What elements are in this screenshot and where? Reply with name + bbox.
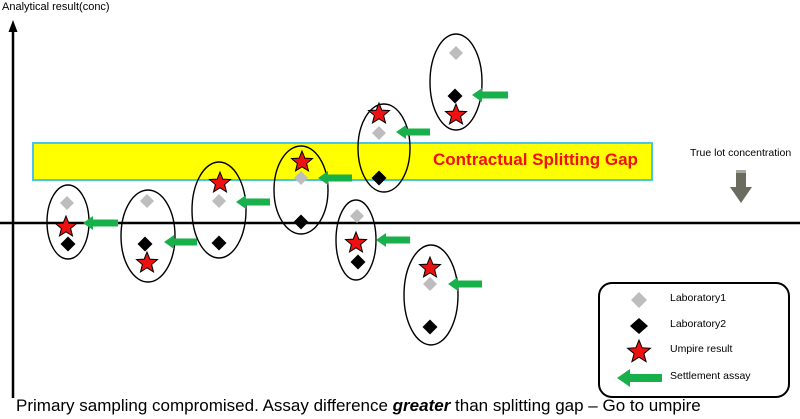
caption-emphasis: greater [392,396,451,415]
lab2-diamond-icon [60,236,76,252]
caption-after: than splitting gap – Go to umpire [450,396,701,415]
group-ellipse [273,145,329,235]
lab2-diamond-icon [211,235,227,251]
settlement-arrow-icon [448,277,482,291]
group-ellipse [429,33,483,131]
gray-diamond-icon [631,292,647,308]
sample-group-8 [403,244,482,346]
caption: Primary sampling compromised. Assay diff… [16,396,701,416]
settlement-arrow-head [164,235,174,249]
true-lot-label: True lot concentration [690,147,792,159]
y-axis-label: Analytical result(conc) [2,1,110,13]
splitting-gap-band [32,142,653,181]
settlement-arrow-head [472,88,482,102]
splitting-gap-text: Contractual Splitting Gap [433,150,638,169]
lab1-diamond-icon [423,277,437,291]
settlement-arrow-icon [83,216,118,230]
lab1-diamond-icon [350,209,364,223]
lab1-diamond-icon [372,126,386,140]
sample-group-6 [357,101,430,193]
umpire-star-icon [444,102,468,125]
settlement-arrow-shaft [384,236,410,244]
legend-item-lab1: Laboratory1 [600,288,788,312]
legend-label: Laboratory1 [670,292,727,304]
lab1-diamond-icon [294,171,308,185]
group-ellipse [403,244,459,346]
settlement-arrow-icon [396,125,430,139]
sample-group-7 [429,33,508,131]
splitting-gap-label: Contractual Splitting Gap [433,150,638,170]
umpire-star-icon [418,255,442,278]
settlement-arrow-shaft [456,280,482,288]
group-ellipse [120,189,176,283]
settlement-arrow-head [318,171,328,185]
legend-item-umpire: Umpire result [600,339,788,363]
lab2-diamond-icon [447,88,463,104]
umpire-star-icon [54,214,78,237]
settlement-arrow-shaft [91,219,118,227]
true-lot-down-arrow-icon [730,170,752,203]
settlement-arrow-icon [236,195,270,209]
settlement-arrow-shaft [326,174,352,182]
legend-item-settlement: Settlement assay [600,366,788,390]
lab1-diamond-icon [212,194,226,208]
sample-group-5 [335,199,410,281]
green-arrow-icon [617,369,662,387]
settlement-arrow-shaft [480,91,508,99]
settlement-arrow-icon [472,88,508,102]
umpire-star-icon [208,170,232,193]
legend-label: Umpire result [670,343,733,355]
settlement-arrow-head [448,277,458,291]
legend-item-lab2: Laboratory2 [600,314,788,338]
sample-group-4 [273,145,352,235]
lab1-diamond-icon [140,194,154,208]
settlement-arrow-shaft [244,198,270,206]
settlement-arrow-head [83,216,93,230]
group-ellipse [191,161,247,259]
umpire-star-icon [367,101,391,124]
settlement-arrow-head [396,125,406,139]
y-axis-arrowhead [8,20,18,32]
settlement-arrow-icon [164,235,197,249]
legend-label: Settlement assay [670,370,751,382]
lab2-diamond-icon [350,254,366,270]
settlement-arrow-shaft [172,238,197,246]
group-ellipse [357,103,411,193]
umpire-star-icon [135,250,159,273]
settlement-arrow-icon [318,171,352,185]
lab2-diamond-icon [137,236,153,252]
umpire-star-icon [290,149,314,172]
settlement-arrow-head [376,233,386,247]
settlement-arrow-icon [376,233,410,247]
umpire-star-icon [344,230,368,253]
lab1-diamond-icon [60,196,74,210]
lab2-diamond-icon [422,319,438,335]
sample-group-1 [46,184,118,260]
black-diamond-icon [630,318,648,334]
sample-group-2 [120,189,197,283]
lab2-diamond-icon [293,214,309,230]
caption-before: Primary sampling compromised. Assay diff… [16,396,393,415]
red-star-icon [626,339,652,363]
settlement-arrow-head [236,195,246,209]
legend-label: Laboratory2 [670,318,727,330]
legend: Laboratory1 Laboratory2 Umpire result Se… [598,282,790,398]
lab1-diamond-icon [449,46,463,60]
lab2-diamond-icon [371,170,387,186]
settlement-arrow-shaft [404,128,430,136]
sample-group-3 [191,161,270,259]
